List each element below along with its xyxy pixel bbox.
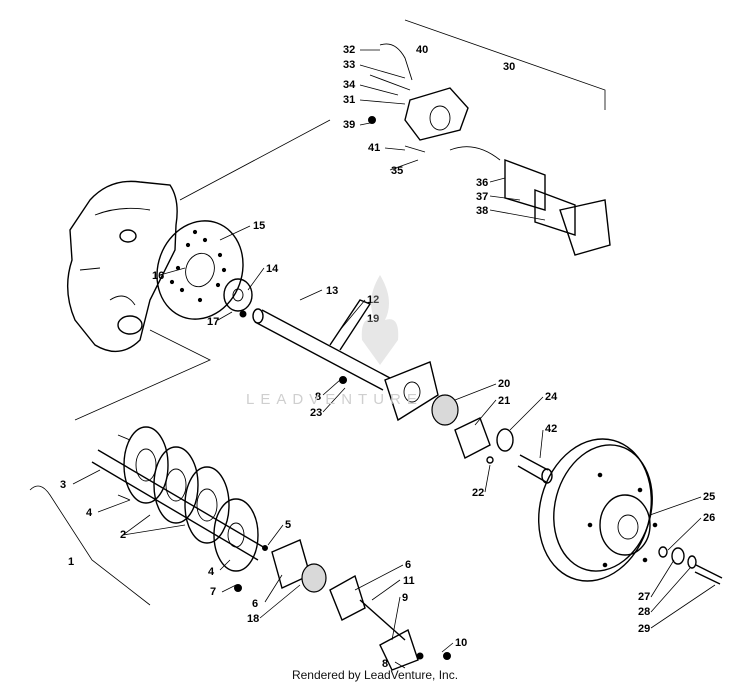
- caliper-group-bracket: [404, 19, 606, 110]
- watermark-text: LEADVENTURE: [246, 391, 423, 408]
- brake-disc: [156, 220, 244, 320]
- chaincase-housing: [67, 180, 178, 353]
- callout-20: 20: [498, 378, 510, 390]
- callout-16: 16: [152, 270, 164, 282]
- callout-1: 1: [68, 556, 74, 568]
- callout-9: 9: [402, 592, 408, 604]
- callout-4b: 4: [208, 566, 215, 578]
- callout-24: 24: [545, 391, 558, 403]
- callout-37: 37: [476, 191, 488, 203]
- callout-32: 32: [343, 44, 355, 56]
- lower-bearing-set: [271, 539, 419, 671]
- track-drive-axle: [91, 426, 266, 572]
- callout-30: 30: [503, 61, 515, 73]
- callout-22: 22: [472, 487, 484, 499]
- callout-19: 19: [367, 313, 379, 325]
- callout-27: 27: [638, 591, 650, 603]
- callout-29: 29: [638, 623, 650, 635]
- housing-lead-top: [179, 119, 331, 201]
- callout-6b: 6: [405, 559, 411, 571]
- callout-8: 8: [315, 391, 321, 403]
- callout-10: 10: [455, 637, 467, 649]
- callout-12: 12: [367, 294, 379, 306]
- spacer-tube: [517, 454, 553, 484]
- callout-33: 33: [343, 59, 355, 71]
- bearing-set: [431, 394, 514, 464]
- disc-hub: [223, 278, 253, 312]
- callout-25: 25: [703, 491, 715, 503]
- callout-40: 40: [416, 44, 428, 56]
- callout-26: 26: [703, 512, 715, 524]
- sprocket-wheel: [538, 438, 658, 582]
- callout-35: 35: [391, 165, 403, 177]
- callout-6: 6: [252, 598, 258, 610]
- callout-34: 34: [343, 79, 356, 91]
- callout-15: 15: [253, 220, 265, 232]
- callout-5: 5: [285, 519, 291, 531]
- watermark-logo: [361, 275, 399, 365]
- axle-group-bracket: [29, 485, 151, 606]
- callout-13: 13: [326, 285, 338, 297]
- callout-11: 11: [403, 575, 415, 587]
- callout-17: 17: [207, 316, 219, 328]
- callout-28: 28: [638, 606, 650, 618]
- leader-lines: [72, 49, 716, 669]
- callout-41: 41: [368, 142, 380, 154]
- callout-39: 39: [343, 119, 355, 131]
- callout-7: 7: [210, 586, 216, 598]
- housing-lead-bottom: [74, 329, 211, 421]
- bearing-flange: [384, 361, 439, 422]
- drive-shaft: [252, 299, 391, 391]
- callout-14: 14: [266, 263, 279, 275]
- callout-4: 4: [86, 507, 93, 519]
- callout-8b: 8: [382, 658, 388, 670]
- callout-3: 3: [60, 479, 66, 491]
- fastener-stack: [658, 546, 723, 585]
- rendered-by-footer: Rendered by LeadVenture, Inc.: [291, 668, 459, 682]
- small-fasteners: [234, 116, 451, 660]
- callout-42: 42: [545, 423, 557, 435]
- callout-23: 23: [310, 407, 322, 419]
- callout-31: 31: [343, 94, 355, 106]
- brake-caliper: [369, 43, 611, 256]
- callout-18: 18: [247, 613, 259, 625]
- callout-38: 38: [476, 205, 488, 217]
- callout-21: 21: [498, 395, 510, 407]
- callout-36: 36: [476, 177, 488, 189]
